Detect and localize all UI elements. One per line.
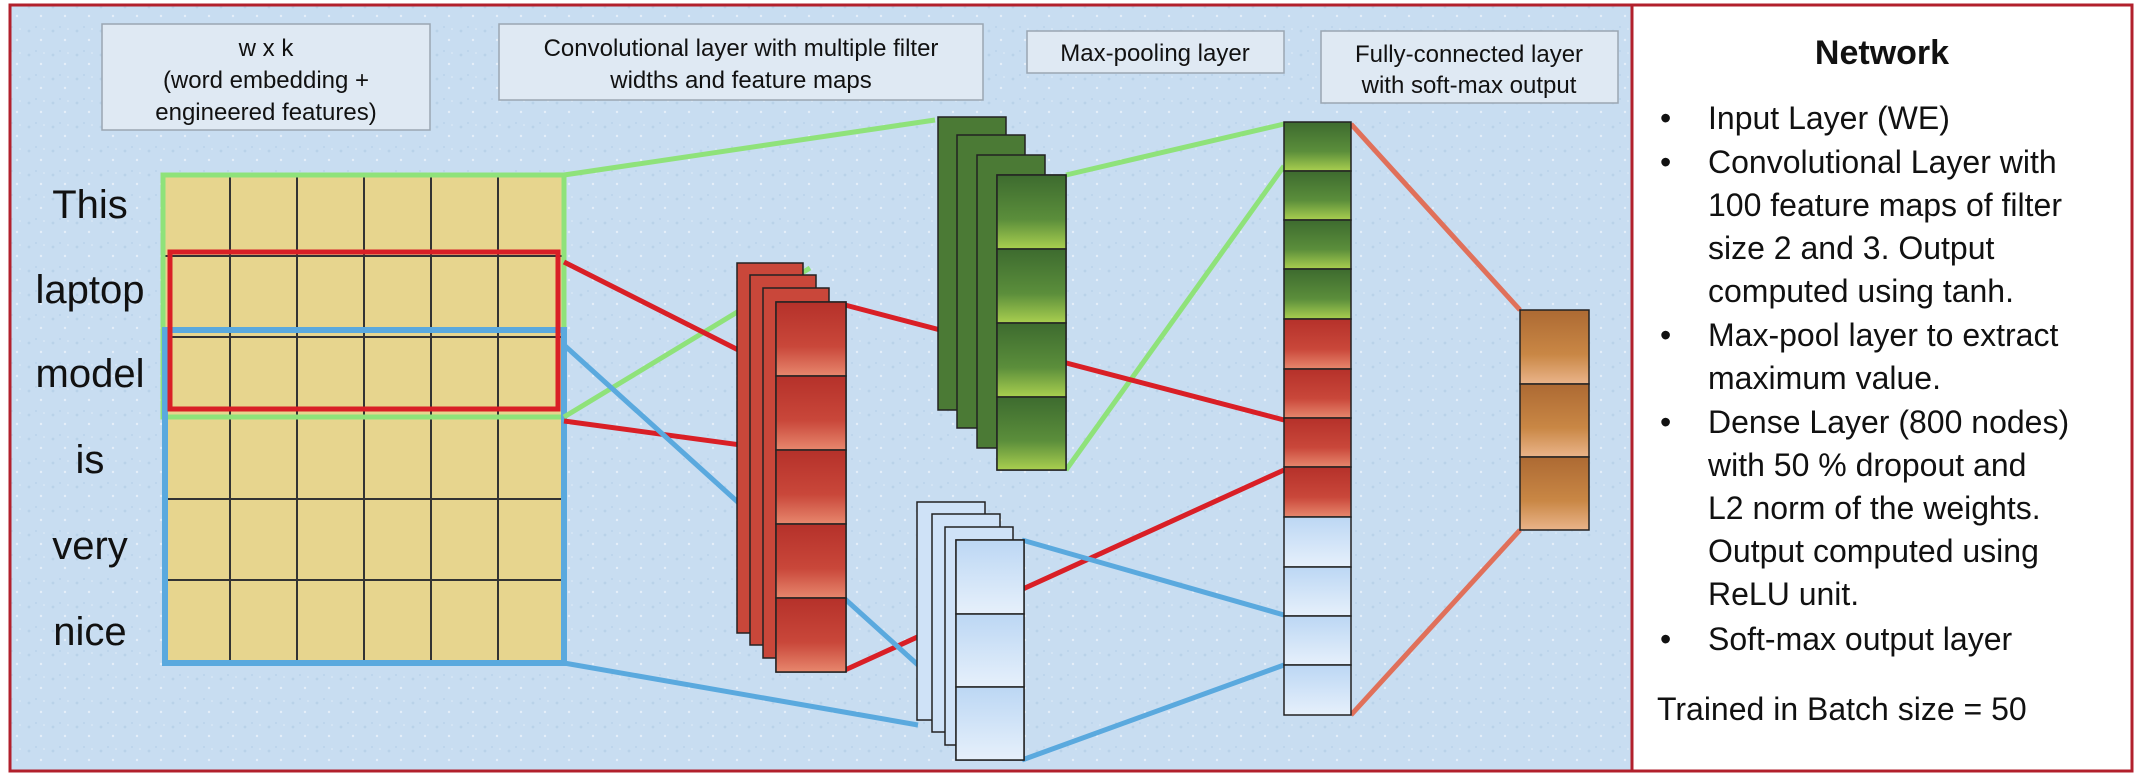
blue-conv-feature-maps [916, 501, 1025, 761]
conv-label-box: Convolutional layer with multiple filter… [498, 23, 984, 101]
bullet-text-line: Output computed using [1708, 533, 2039, 569]
input-word-very: very [52, 524, 128, 568]
bullet-dot: • [1660, 404, 1671, 440]
bullet-text-line: size 2 and 3. Output [1708, 230, 1995, 266]
conv-label-line-2: widths and feature maps [609, 67, 871, 94]
input-label-line-3: engineered features) [155, 99, 376, 126]
dense-label-line-1: Fully-connected layer [1355, 41, 1583, 68]
panel-bullet-list: • Input Layer (WE) • Convolutional Layer… [1660, 100, 2069, 657]
fully-connected-layer [1283, 121, 1352, 716]
bullet-text-line: Soft-max output layer [1708, 621, 2012, 657]
bullet-text-line: L2 norm of the weights. [1708, 490, 2041, 526]
conv-label-line-1: Convolutional layer with multiple filter [544, 35, 939, 62]
bullet-text-line: Max-pool layer to extract [1708, 317, 2058, 353]
softmax-output-layer [1519, 309, 1590, 531]
input-word-laptop: laptop [36, 268, 145, 312]
dense-label-box: Fully-connected layer with soft-max outp… [1320, 30, 1619, 104]
bullet-text-line: computed using tanh. [1708, 273, 2014, 309]
bullet-text-line: ReLU unit. [1708, 576, 1859, 612]
bullet-text-line: Input Layer (WE) [1708, 100, 1950, 136]
bullet-dot: • [1660, 100, 1671, 136]
input-label-line-2: (word embedding + [163, 67, 369, 94]
input-label-box: w x k (word embedding + engineered featu… [101, 23, 431, 131]
bullet-text-line: 100 feature maps of filter [1708, 187, 2062, 223]
bullet-text-line: maximum value. [1708, 360, 1941, 396]
input-word-this: This [52, 183, 128, 227]
bullet-dot: • [1660, 317, 1671, 353]
input-word-is: is [76, 438, 105, 482]
bullet-text-line: Convolutional Layer with [1708, 144, 2057, 180]
input-word-model: model [36, 352, 145, 396]
green-connections [562, 117, 1287, 472]
pool-label-line-1: Max-pooling layer [1060, 40, 1249, 67]
network-panel [1630, 3, 2134, 773]
blue-filter-window [162, 327, 567, 666]
pool-label-box: Max-pooling layer [1026, 30, 1285, 74]
bullet-text-line: Dense Layer (800 nodes) [1708, 404, 2069, 440]
red-conv-feature-maps [736, 262, 847, 673]
bullet-dot: • [1660, 621, 1671, 657]
dense-label-line-2: with soft-max output [1361, 72, 1577, 99]
panel-footer: Trained in Batch size = 50 [1657, 691, 2027, 727]
panel-title: Network [1815, 34, 1949, 72]
input-word-nice: nice [53, 610, 126, 654]
red-filter-window [167, 249, 561, 412]
input-label-line-1: w x k [238, 35, 295, 62]
softmax-connections [1349, 122, 1522, 717]
bullet-dot: • [1660, 144, 1671, 180]
bullet-text-line: with 50 % dropout and [1707, 447, 2026, 483]
green-filter-window [160, 172, 567, 420]
green-conv-feature-maps [937, 116, 1067, 471]
